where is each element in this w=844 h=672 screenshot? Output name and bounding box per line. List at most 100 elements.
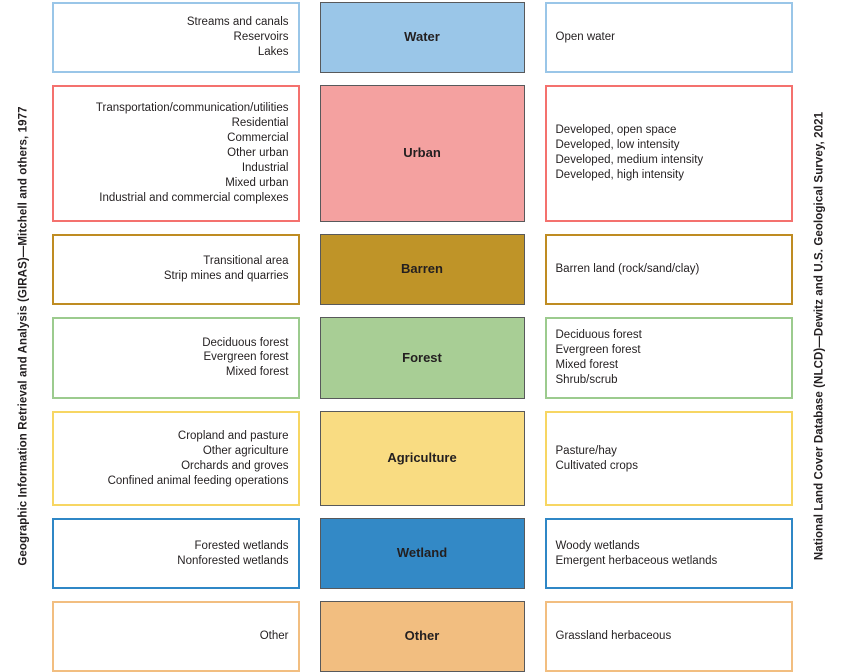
column-gap — [525, 601, 545, 672]
aggregated-class-box: Other — [319, 601, 525, 672]
column-gap — [525, 85, 545, 222]
nlcd-class-label: Barren land (rock/sand/clay) — [555, 262, 700, 275]
aggregated-class-box: Barren — [319, 233, 525, 305]
giras-class-label: Reservoirs — [233, 30, 289, 43]
nlcd-class-label: Cultivated crops — [555, 459, 638, 472]
giras-class-label: Transportation/communication/utilities — [95, 101, 289, 114]
nlcd-class-list: Grassland herbaceous — [556, 629, 672, 644]
nlcd-class-label: Developed, low intensity — [555, 139, 680, 152]
nlcd-class-label: Shrub/scrub — [555, 373, 618, 386]
column-gap — [300, 601, 320, 672]
column-gap — [300, 411, 320, 506]
giras-class-label: Evergreen forest — [203, 351, 289, 364]
aggregated-class-box: Wetland — [319, 518, 525, 590]
aggregated-class-box: Forest — [319, 316, 525, 400]
left-axis-caption: Geographic Information Retrieval and Ana… — [0, 0, 48, 672]
nlcd-class-label: Grassland herbaceous — [555, 630, 672, 643]
aggregated-class-label: Urban — [403, 144, 441, 160]
nlcd-class-label: Developed, open space — [555, 124, 677, 137]
giras-class-label: Nonforested wetlands — [177, 554, 289, 567]
giras-class-label: Confined animal feeding operations — [107, 474, 289, 487]
aggregated-class-box: Water — [319, 2, 525, 73]
nlcd-class-list: Barren land (rock/sand/clay) — [556, 262, 700, 277]
column-gap — [300, 317, 320, 400]
column-gap — [525, 2, 545, 73]
crosswalk-row: Other Other Grassland herbaceous — [48, 601, 796, 672]
nlcd-class-box: Grassland herbaceous — [544, 601, 793, 672]
giras-class-label: Transitional area — [203, 255, 289, 268]
aggregated-class-label: Wetland — [396, 545, 448, 561]
giras-class-label: Other urban — [227, 146, 289, 159]
giras-class-label: Strip mines and quarries — [163, 270, 289, 283]
column-gap — [300, 85, 320, 222]
aggregated-class-label: Agriculture — [387, 450, 457, 466]
giras-class-label: Mixed urban — [225, 176, 289, 189]
column-gap — [300, 2, 320, 73]
giras-class-label: Industrial and commercial complexes — [99, 191, 289, 204]
giras-class-list: Other — [260, 629, 289, 644]
aggregated-class-label: Water — [404, 28, 440, 44]
giras-class-label: Mixed forest — [225, 366, 289, 379]
aggregated-class-label: Barren — [401, 260, 443, 276]
nlcd-class-box: Barren land (rock/sand/clay) — [544, 233, 793, 305]
aggregated-class-box: Agriculture — [319, 411, 525, 507]
column-gap — [525, 411, 545, 506]
nlcd-class-list: Open water — [556, 30, 615, 45]
nlcd-class-label: Deciduous forest — [555, 329, 642, 342]
giras-class-label: Orchards and groves — [181, 459, 289, 472]
giras-class-label: Commercial — [227, 131, 289, 144]
giras-class-label: Cropland and pasture — [177, 429, 289, 442]
nlcd-class-label: Developed, medium intensity — [555, 154, 704, 167]
column-gap — [525, 317, 545, 400]
nlcd-class-label: Emergent herbaceous wetlands — [555, 554, 718, 567]
right-axis-caption-text: National Land Cover Database (NLCD)—Dewi… — [813, 111, 826, 561]
giras-class-label: Residential — [231, 116, 289, 129]
nlcd-class-label: Developed, high intensity — [555, 169, 685, 182]
column-gap — [300, 234, 320, 305]
column-gap — [525, 234, 545, 305]
aggregated-class-label: Other — [404, 628, 440, 644]
giras-class-label: Other agriculture — [202, 444, 289, 457]
nlcd-class-label: Open water — [555, 30, 615, 43]
nlcd-class-label: Evergreen forest — [555, 344, 641, 356]
giras-class-label: Lakes — [257, 45, 289, 58]
giras-class-label: Forested wetlands — [194, 539, 289, 552]
left-axis-caption-text: Geographic Information Retrieval and Ana… — [17, 106, 30, 566]
giras-class-box: Other — [51, 601, 300, 672]
nlcd-class-box: Open water — [544, 2, 793, 73]
aggregated-class-label: Forest — [402, 349, 442, 365]
column-gap — [525, 518, 545, 589]
giras-class-label: Streams and canals — [186, 16, 289, 29]
nlcd-class-label: Mixed forest — [555, 358, 619, 371]
giras-class-label: Other — [259, 630, 289, 643]
giras-class-label: Industrial — [241, 161, 289, 174]
column-gap — [300, 518, 320, 589]
